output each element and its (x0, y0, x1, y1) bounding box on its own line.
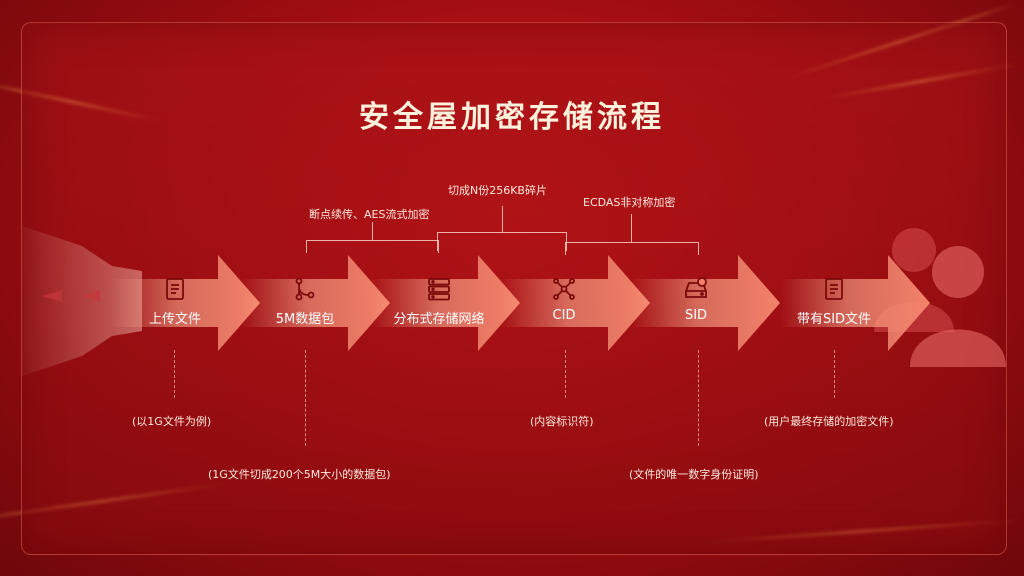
document-icon (825, 278, 843, 300)
bracket-cut (437, 232, 567, 251)
step-label: 带有SID文件 (796, 312, 872, 327)
step-distributed-storage: 分布式存储网络 (389, 276, 489, 327)
step-upload: 上传文件 (125, 276, 225, 327)
dotted-connector (698, 350, 699, 446)
step-packet: 5M数据包 (255, 276, 355, 327)
annotation-upload-example: (以1G文件为例) (132, 415, 212, 428)
step-label: 5M数据包 (275, 312, 335, 327)
annotation-packet-detail: (1G文件切成200个5M大小的数据包) (208, 468, 391, 481)
step-label: 上传文件 (148, 312, 201, 327)
step-label: CID (552, 308, 576, 323)
step-label: 分布式存储网络 (393, 312, 485, 327)
connector-line (372, 222, 373, 240)
dotted-connector (305, 350, 306, 446)
annotation-final: (用户最终存储的加密文件) (764, 415, 894, 428)
input-stream-decoration (22, 226, 142, 376)
disk-icon (685, 277, 707, 298)
annotation-sid: (文件的唯一数字身份证明) (629, 468, 759, 481)
connector-line (631, 214, 632, 242)
dotted-connector (174, 350, 175, 398)
page-title: 安全屋加密存储流程 (359, 100, 665, 135)
bracket-aes (306, 240, 439, 253)
annotation-cut: 切成N份256KB碎片 (448, 184, 547, 197)
dotted-connector (834, 350, 835, 398)
document-icon (166, 278, 184, 300)
server-icon (428, 278, 450, 301)
annotation-ecdas: ECDAS非对称加密 (583, 196, 676, 209)
step-label: SID (684, 308, 708, 323)
step-cid: CID (514, 276, 614, 323)
network-icon (553, 278, 575, 300)
annotation-aes: 断点续传、AES流式加密 (309, 208, 430, 221)
branch-icon (295, 277, 315, 301)
connector-line (502, 206, 503, 232)
bracket-ecdas (565, 242, 699, 255)
step-sid: SID (646, 276, 746, 323)
annotation-cid: (内容标识符) (530, 415, 594, 428)
step-final-file: 带有SID文件 (784, 276, 884, 327)
dotted-connector (565, 350, 566, 398)
